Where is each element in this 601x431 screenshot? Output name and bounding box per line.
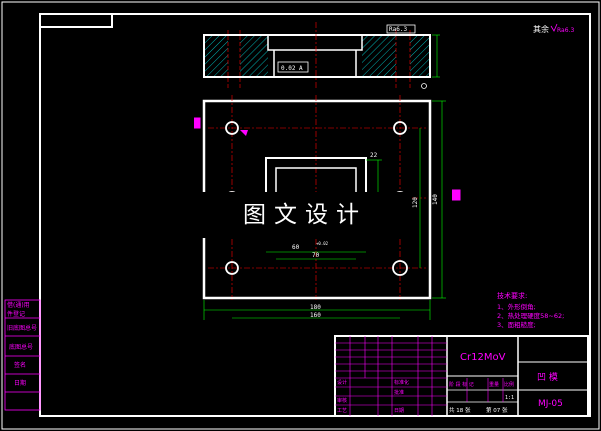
strip-label-5: 日期 [14,379,26,387]
bolt-hole-icon [392,260,408,276]
tb-row-2: 工艺 [337,408,347,414]
section-arrow-icon [194,117,201,129]
tech-item-1: 2、热处理硬度58~62; [497,311,564,320]
strip-label-3: 底图总号 [9,343,33,351]
drawing-frame [39,13,591,417]
tech-requirements: 技术要求: 1、外形倒角; 2、热处理硬度58~62; 3、面粗糙度; [497,291,564,329]
datum-a-icon [421,83,427,89]
dim-hole-span-x: 160 [310,312,321,319]
strip-label-1: 件登记 [7,310,25,318]
watermark: 图文设计 [200,192,410,238]
dim-inner-depth: 22 [370,152,378,159]
roughness-symbol-icon [550,23,558,32]
strip-label-4: 签名 [14,361,26,369]
section-frame-note: 0.02 A [281,65,303,72]
section-arrow-icon [452,189,461,201]
tb-material: Cr12MoV [460,352,506,363]
code-box [40,14,113,28]
tech-item-0: 1、外形倒角; [497,302,536,311]
title-block: 设计 审核 工艺 标准化 批准 日期 阶 段 标 记 重量 比例 Cr12MoV… [334,335,589,417]
tb-header-0: 阶 段 标 记 [449,381,474,388]
dim-inner-width: 70 [312,252,320,259]
dim-overall-width: 180 [310,304,321,311]
section-view: 0.02 A Ra6.3 [203,22,440,90]
tb-sheet-no: 第 07 张 [486,406,508,414]
tb-sheet-total: 共 18 张 [449,406,471,414]
section-tag: Ra6.3 [389,26,407,33]
tb-part-name: 凹 模 [537,372,558,383]
tb-row-5: 日期 [394,408,404,414]
tb-row-3: 标准化 [394,379,409,386]
tech-title: 技术要求: [497,291,527,300]
strip-label-0: 借(通)用 [7,301,30,309]
bolt-hole-icon [225,121,239,135]
tb-row-1: 审核 [337,397,347,404]
tb-scale: 1:1 [505,395,514,401]
roughness-note: 其余 [533,24,549,34]
dim-hole-span-y: 120 [412,197,419,208]
tb-header-1: 重量 [489,381,499,388]
dim-inner-tol: 60 [292,244,300,251]
dim-height: 140 [432,194,439,205]
roughness-value: Ra6.3 [557,27,574,34]
tb-row-4: 批准 [394,389,404,396]
left-binding-strip: 借(通)用 件登记 旧底图总号 底图总号 签名 日期 [4,299,41,411]
strip-label-2: 旧底图总号 [7,324,37,332]
tb-drawing-no: MJ-05 [538,399,563,409]
tech-item-2: 3、面粗糙度; [497,320,536,329]
tb-row-0: 设计 [337,379,347,386]
dim-tolerance-tag: +0.02 [316,241,329,246]
bolt-hole-icon [393,121,407,135]
tb-header-2: 比例 [504,381,514,388]
leader-arrow-icon [240,130,248,136]
bolt-hole-icon [225,261,239,275]
